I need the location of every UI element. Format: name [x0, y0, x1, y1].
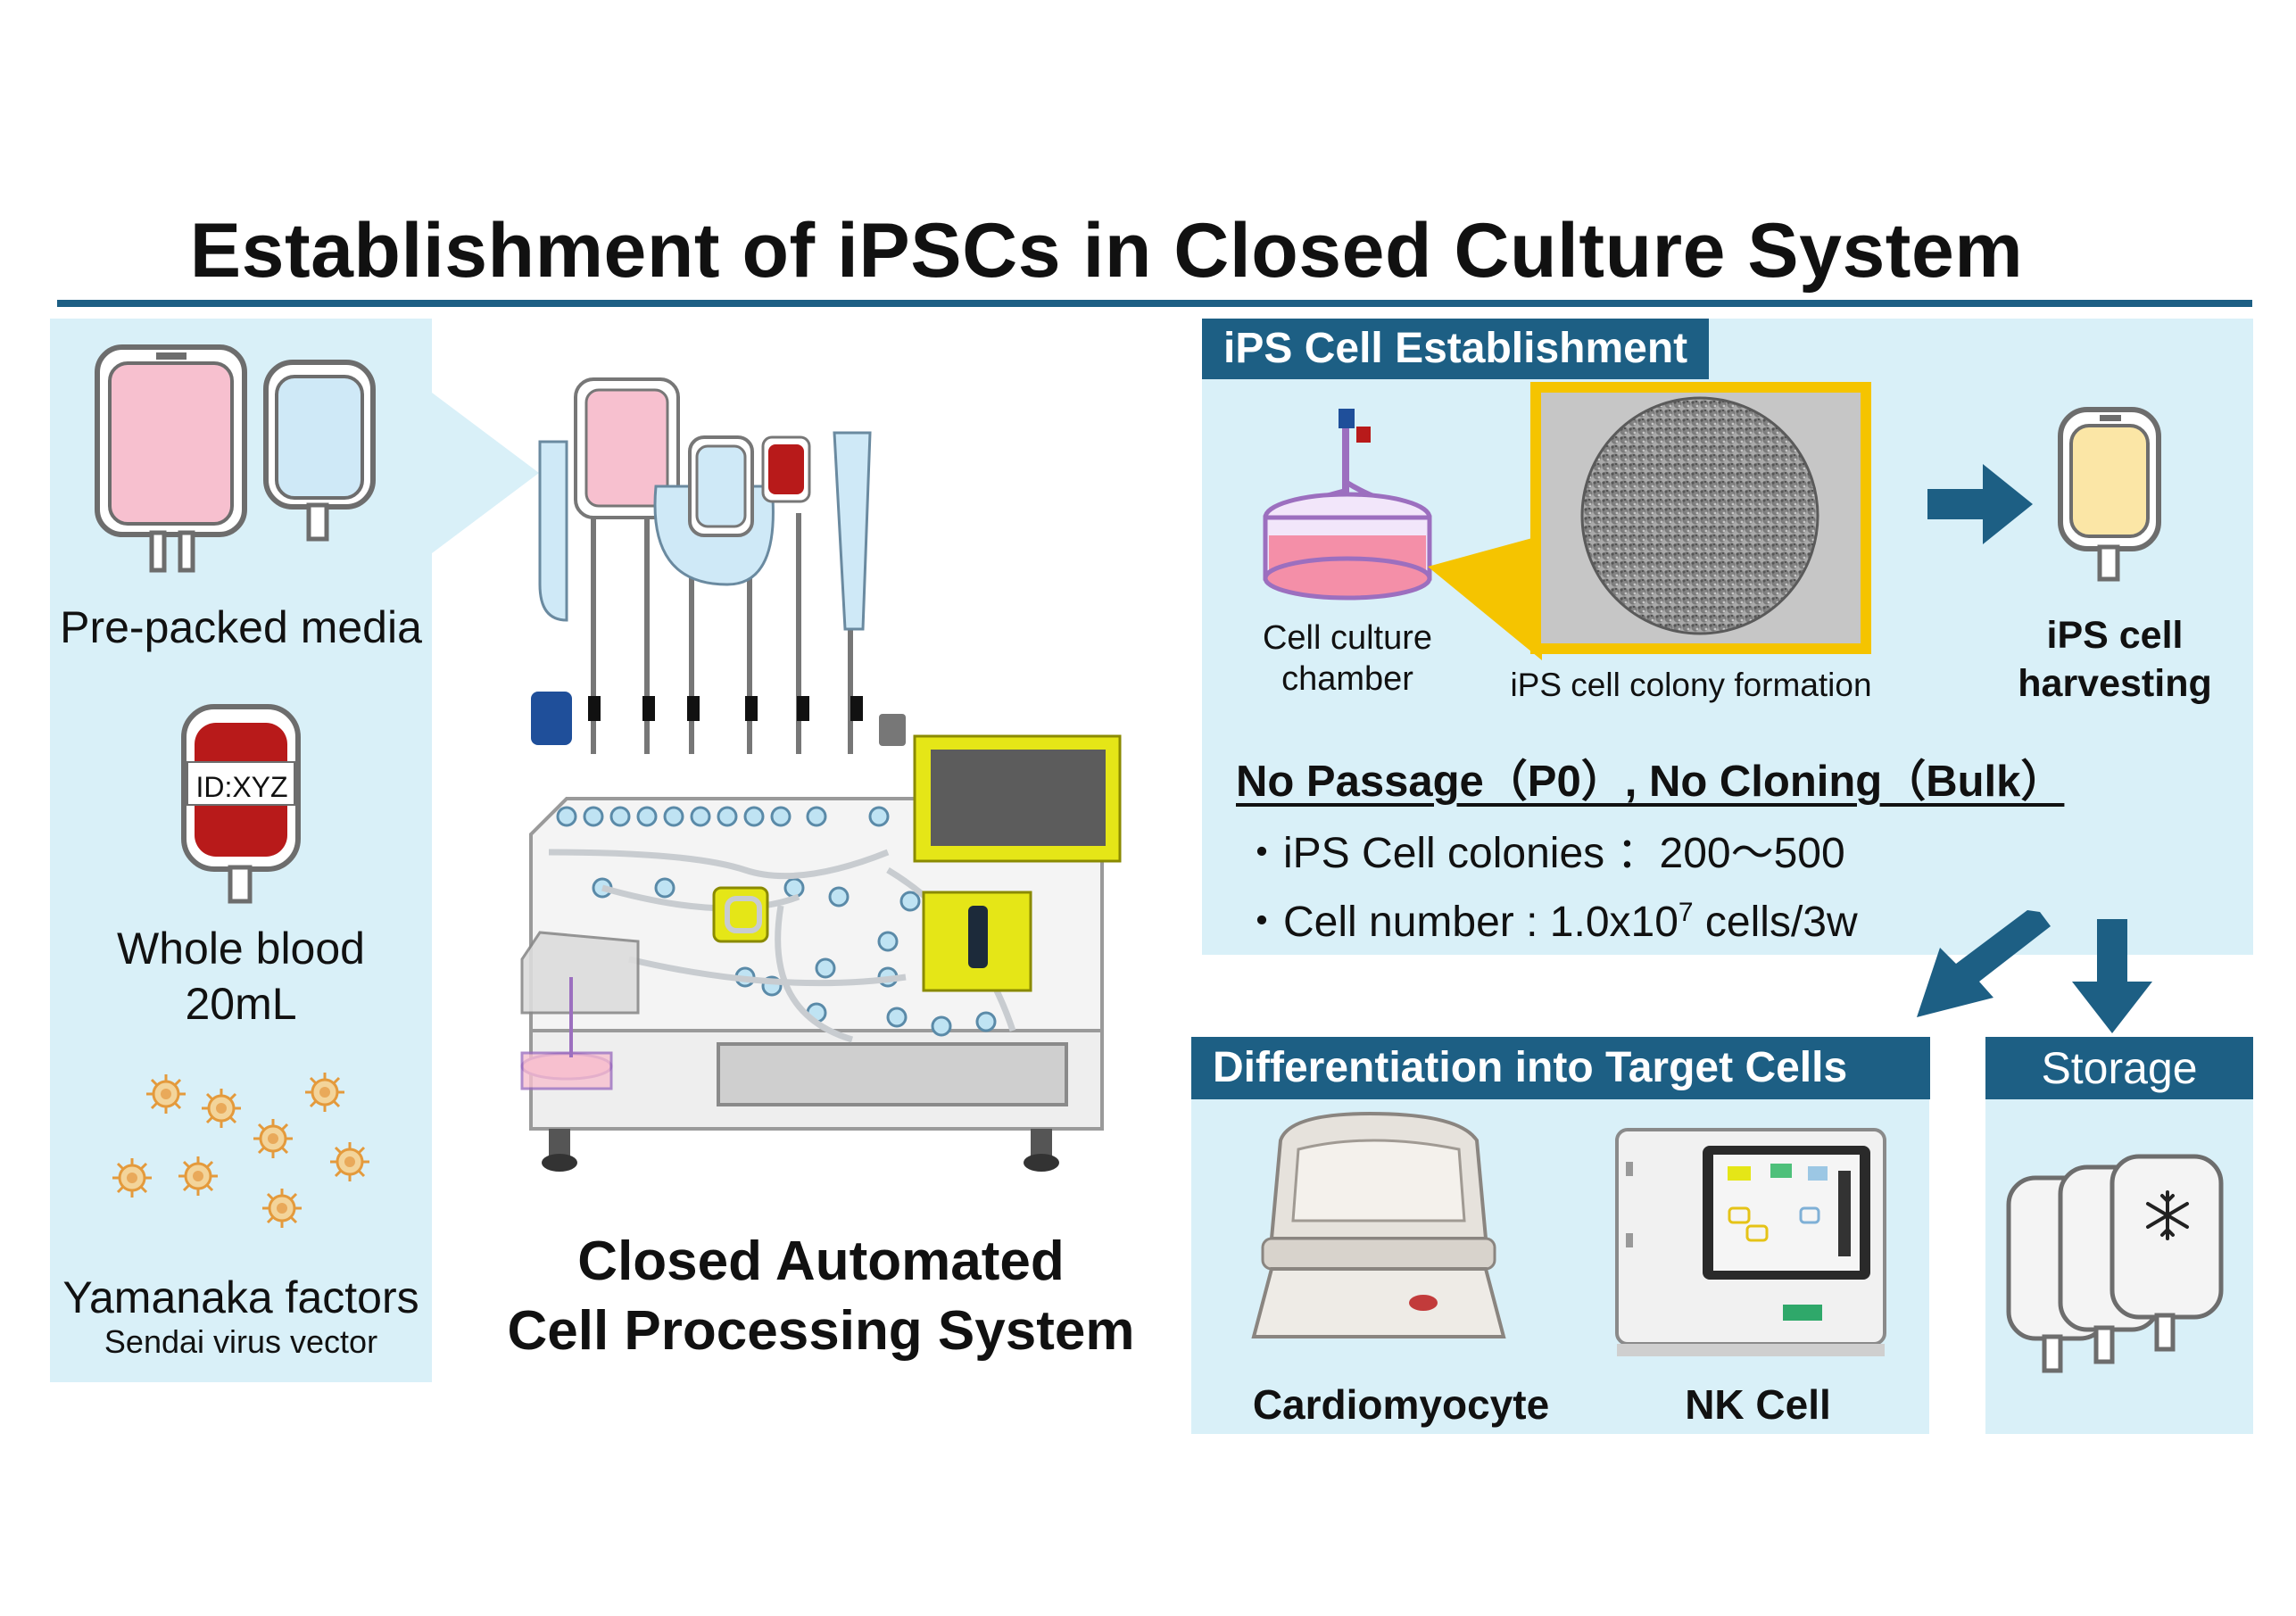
pre-packed-media-label: Pre-packed media — [60, 602, 422, 652]
differentiation-header: Differentiation into Target Cells — [1191, 1037, 1930, 1099]
cell-number-prefix: ・Cell number : 1.0x10 — [1240, 899, 1678, 946]
arrow-right-icon — [1927, 464, 2033, 544]
nk-cell-label: NK Cell — [1685, 1381, 1831, 1428]
panel-pointer — [432, 393, 539, 553]
zoom-callout — [1428, 535, 1542, 660]
arrow-to-storage-icon — [2072, 919, 2152, 1033]
harvesting-label-line2: harvesting — [2018, 662, 2212, 705]
blood-bag-icon — [181, 704, 301, 904]
virus-particles-icon — [111, 1071, 371, 1230]
chamber-label-line1: Cell culture — [1262, 619, 1433, 657]
cell-number-bullet: ・Cell number : 1.0x107 cells/3w — [1240, 886, 1858, 949]
whole-blood-label: Whole blood — [117, 924, 365, 974]
establishment-header: iPS Cell Establishment — [1202, 319, 1710, 379]
storage-header: Storage — [1985, 1037, 2253, 1099]
cell-number-suffix: cells/3w — [1693, 899, 1858, 946]
blood-bag-tag: ID:XYZ — [195, 771, 288, 803]
title-underline — [57, 300, 2252, 307]
cell-number-exponent: 7 — [1678, 898, 1694, 927]
nk-cell-device-icon — [1615, 1128, 1886, 1356]
arrow-to-differentiation-icon — [1917, 910, 2051, 1017]
cardiomyocyte-label: Cardiomyocyte — [1252, 1381, 1550, 1428]
cardiomyocyte-device-icon — [1251, 1111, 1506, 1338]
system-name-line1: Closed Automated — [577, 1231, 1065, 1292]
chamber-label-line2: chamber — [1281, 660, 1413, 698]
blue-media-bag-icon — [263, 360, 376, 542]
sendai-vector-label: Sendai virus vector — [104, 1323, 378, 1360]
pink-media-bag-icon — [95, 344, 247, 573]
system-name-line2: Cell Processing System — [507, 1300, 1135, 1362]
blood-volume-label: 20mL — [185, 979, 297, 1029]
harvesting-label-line1: iPS cell — [2046, 614, 2184, 657]
yamanaka-factors-label: Yamanaka factors — [62, 1272, 419, 1322]
culture-chamber-icon — [1263, 409, 1432, 601]
colony-count-bullet: ・iPS Cell colonies ：200～500 — [1240, 830, 1845, 877]
harvest-bag-icon — [2058, 407, 2161, 582]
colony-micrograph — [1530, 382, 1871, 654]
frozen-storage-bags-icon — [2006, 1154, 2224, 1373]
colony-formation-label: iPS cell colony formation — [1510, 667, 1872, 703]
passage-cloning-note: No Passage（P0）, No Cloning（Bulk） — [1236, 758, 2065, 806]
page-title: Establishment of iPSCs in Closed Culture… — [189, 208, 2024, 294]
cell-processing-device-illustration — [520, 377, 1122, 1172]
